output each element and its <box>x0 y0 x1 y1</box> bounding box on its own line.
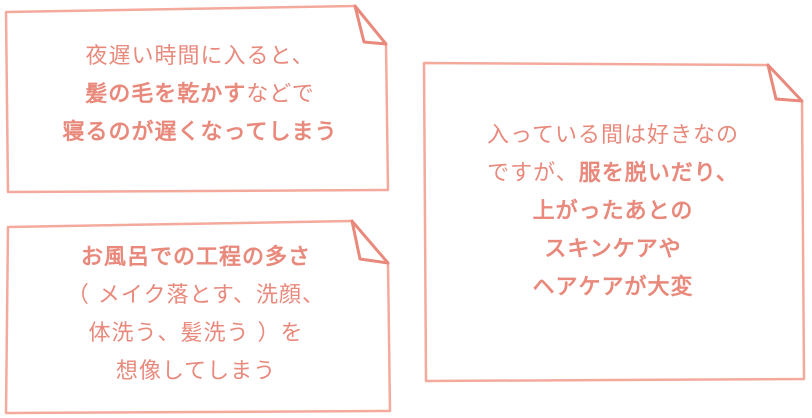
note-line: 入っている間は好きなの <box>487 123 739 148</box>
note-line: 寝るのが遅くなってしまう <box>62 120 338 145</box>
note-line: 想像してしまう <box>115 359 277 384</box>
emphasis-text: 服を脱いだり、 <box>578 161 739 186</box>
note-line: 上がったあとの <box>532 199 694 224</box>
note-line: スキンケアや <box>544 237 682 262</box>
note-text: お風呂での工程の多さ （ メイク落とす、洗顔、 体洗う、髪洗う ）を 想像してし… <box>0 239 400 391</box>
note-line-rest: ですが、 <box>487 161 579 186</box>
note-line: （ メイク落とす、洗顔、 <box>66 283 326 308</box>
sticky-note-undressing: 入っている間は好きなの ですが、服を脱いだり、 上がったあとの スキンケアや ヘ… <box>410 55 810 395</box>
note-frame <box>4 4 390 194</box>
emphasis-text: 髪の毛を乾かす <box>85 82 247 107</box>
note-text: 入っている間は好きなの ですが、服を脱いだり、 上がったあとの スキンケアや ヘ… <box>416 117 810 307</box>
note-frame <box>4 219 392 415</box>
sticky-note-late-night: 夜遅い時間に入ると、 髪の毛を乾かすなどで 寝るのが遅くなってしまう <box>0 0 400 200</box>
note-line: 夜遅い時間に入ると、 <box>85 44 315 69</box>
note-line: 髪の毛を乾かすなどで <box>0 76 400 114</box>
note-line: ですが、服を脱いだり、 <box>416 155 810 193</box>
note-frame <box>422 61 806 383</box>
note-text: 夜遅い時間に入ると、 髪の毛を乾かすなどで 寝るのが遅くなってしまう <box>0 38 400 152</box>
note-line: 体洗う、髪洗う ）を <box>88 321 304 346</box>
note-line-rest: などで <box>246 82 315 107</box>
note-line: ヘアケアが大変 <box>532 275 694 300</box>
sticky-note-bath-steps: お風呂での工程の多さ （ メイク落とす、洗顔、 体洗う、髪洗う ）を 想像してし… <box>0 215 400 418</box>
note-line: お風呂での工程の多さ <box>80 245 311 270</box>
